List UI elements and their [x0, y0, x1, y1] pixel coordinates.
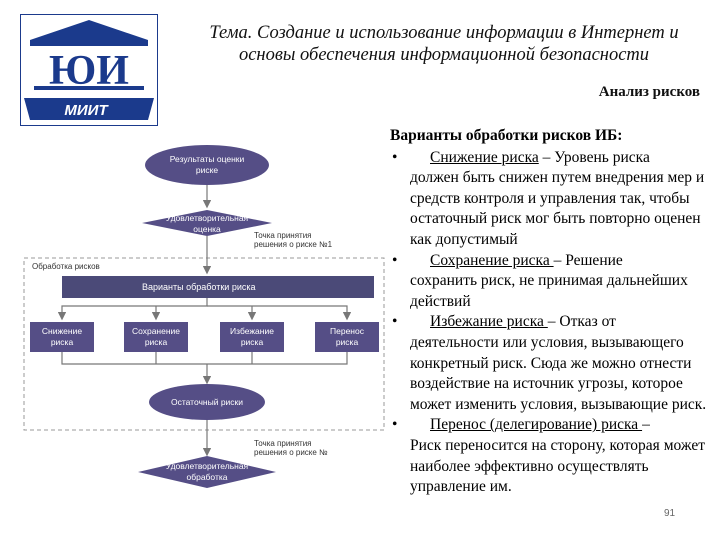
- bullet: •: [392, 416, 398, 434]
- separator: –: [553, 251, 566, 269]
- satisfactory-assessment-node: [142, 210, 272, 236]
- term-transfer: Перенос (делегирование) риска: [430, 416, 643, 434]
- results-label-2: риске: [196, 165, 219, 175]
- item-text-first: Отказ от: [559, 313, 616, 331]
- separator: –: [538, 148, 555, 166]
- option-reduce-label-1: Снижение: [42, 326, 82, 336]
- option-retain-label-1: Сохранение: [132, 326, 180, 336]
- logo-banner-text: МИИТ: [64, 102, 109, 119]
- logo-roof: [30, 20, 148, 40]
- option-reduce-label-2: риска: [51, 337, 74, 347]
- option-retain-label-2: риска: [145, 337, 168, 347]
- separator: –: [547, 313, 560, 331]
- bullet: •: [392, 148, 398, 166]
- decision-2-label-1: Точка принятия: [254, 439, 312, 448]
- list-item: • Перенос (делегирование) риска –: [390, 415, 712, 436]
- arrow-to-reduce: [57, 298, 208, 321]
- arrow-to-transfer: [207, 305, 352, 321]
- item-text-first: Уровень риска: [554, 148, 650, 166]
- bullet: •: [392, 313, 398, 331]
- term-reduce: Снижение риска: [430, 148, 539, 166]
- option-transfer-label-2: риска: [336, 337, 359, 347]
- residual-risk-node: [149, 384, 265, 420]
- slide-title: Тема. Создание и использование информаци…: [209, 23, 679, 65]
- decision-2-label-2: решения о риске №: [254, 448, 328, 457]
- list-item: • Избежание риска – Отказ от: [390, 312, 712, 333]
- satisfactory-top-label-2: оценка: [193, 224, 221, 234]
- decision-1-label-2: решения о риске №1: [254, 240, 333, 249]
- item-text-rest: должен быть снижен путем внедрения мер и…: [410, 169, 705, 248]
- section-title: Анализ рисков: [598, 84, 700, 100]
- item-text-rest: сохранить риск, не принимая дальнейших д…: [410, 272, 688, 310]
- treatment-options-text: Варианты обработки рисков ИБ: • Снижение…: [390, 126, 712, 498]
- item-text-rest: Риск переносится на сторону, которая мож…: [410, 436, 706, 496]
- residual-risk-label: Остаточный риски: [171, 397, 243, 407]
- satisfactory-bottom-label-2: обработка: [187, 472, 228, 482]
- satisfactory-treatment-node: [138, 456, 276, 488]
- results-node: [145, 145, 269, 185]
- logo-base: [34, 86, 144, 90]
- option-avoid: [220, 322, 284, 352]
- decision-1-label-1: Точка принятия: [254, 231, 312, 240]
- options-heading: Варианты обработки рисков ИБ:: [390, 127, 623, 144]
- logo-architrave: [30, 40, 148, 46]
- option-retain: [124, 322, 188, 352]
- group-label: Обработка рисков: [32, 262, 100, 271]
- option-transfer: [315, 322, 379, 352]
- item-text-rest: деятельности или условия, вызывающего ко…: [410, 333, 707, 413]
- term-retain: Сохранение риска: [430, 251, 554, 269]
- list-item: • Снижение риска – Уровень риска: [390, 148, 712, 169]
- option-avoid-label-2: риска: [241, 337, 264, 347]
- option-avoid-label-1: Избежание: [230, 326, 274, 336]
- bullet: •: [392, 251, 398, 269]
- term-avoid: Избежание риска: [430, 313, 548, 331]
- treatment-options-node: [62, 276, 374, 298]
- logo-banner: [24, 98, 154, 120]
- satisfactory-top-label-1: Удовлетворительная: [166, 213, 249, 223]
- risk-treatment-flowchart: Результаты оценки риске Удовлетворительн…: [23, 145, 385, 488]
- satisfactory-bottom-label-1: Удовлетворительная: [166, 461, 249, 471]
- merge-line: [61, 352, 348, 365]
- separator: –: [642, 416, 650, 434]
- treatment-options-label: Варианты обработки риска: [142, 282, 256, 292]
- option-reduce: [30, 322, 94, 352]
- list-item: • Сохранение риска – Решение: [390, 251, 712, 272]
- option-transfer-label-1: Перенос: [330, 326, 365, 336]
- university-logo: ЮИ МИИТ: [20, 14, 158, 126]
- results-label-1: Результаты оценки: [170, 154, 245, 164]
- item-text-first: Решение: [565, 251, 623, 269]
- page-number: 91: [664, 508, 676, 519]
